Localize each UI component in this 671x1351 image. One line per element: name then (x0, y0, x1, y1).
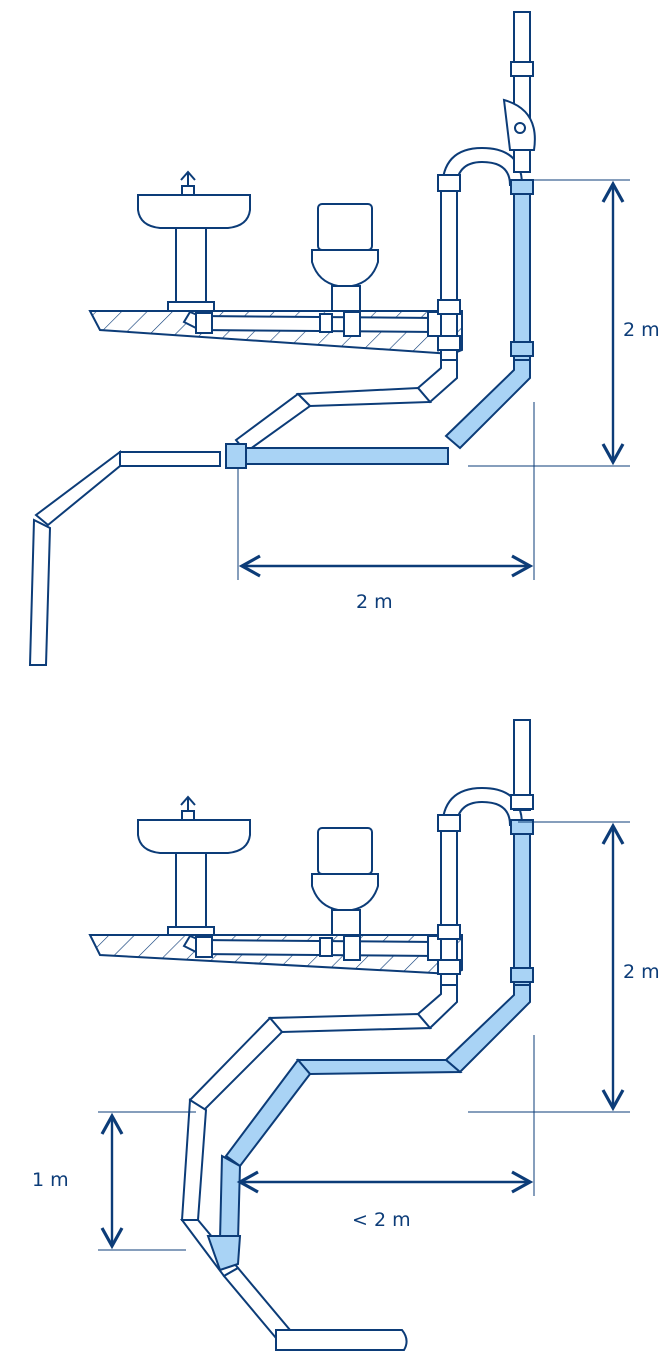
vent-stack (502, 11, 536, 173)
vent-stack (510, 719, 534, 811)
sink-icon (137, 795, 251, 936)
white-drain-route (28, 359, 458, 666)
highlighted-drain-route (225, 179, 534, 469)
top-height-label: 2 m (623, 319, 660, 341)
toilet-icon (311, 827, 379, 936)
bottom-height-label: 2 m (623, 961, 660, 983)
top-dimensions (237, 179, 630, 580)
vent-loop (437, 146, 524, 361)
vent-loop (437, 786, 524, 986)
bottom-dimensions (98, 821, 630, 1251)
branch-pipe (182, 310, 447, 337)
top-width-label: 2 m (356, 591, 393, 613)
drop-height-label: 1 m (32, 1169, 69, 1191)
highlighted-drain-route (206, 819, 534, 1272)
toilet-icon (311, 203, 379, 312)
branch-pipe (182, 934, 447, 961)
bottom-width-label: < 2 m (352, 1209, 411, 1231)
bottom-diagram: 2 m 1 m < 2 m (32, 719, 660, 1351)
white-drain-route (180, 984, 458, 1351)
top-diagram: 2 m 2 m (28, 11, 660, 666)
sink-icon (137, 170, 251, 312)
